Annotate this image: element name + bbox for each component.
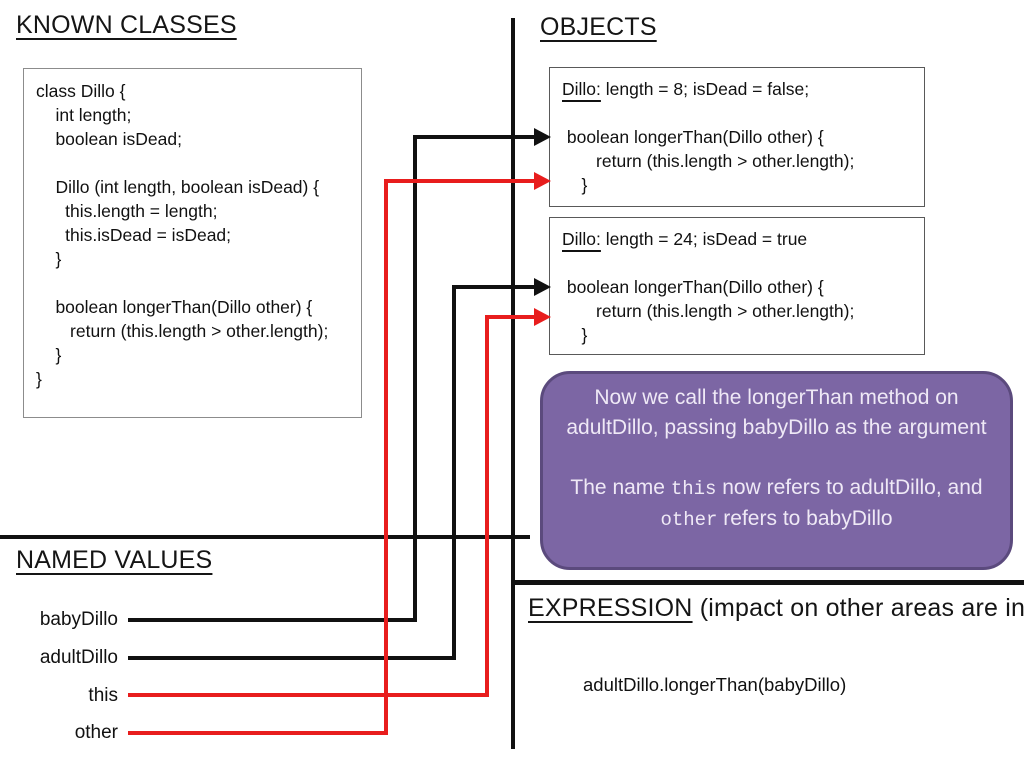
- class-definition-box: class Dillo { int length; boolean isDead…: [23, 68, 362, 418]
- object-code-line: }: [562, 175, 588, 195]
- heading-named-values: NAMED VALUES: [16, 546, 213, 574]
- arrow-other-segment-top: [384, 179, 537, 183]
- object-type-label: Dillo:: [562, 79, 601, 99]
- divider-vertical: [511, 18, 515, 749]
- inline-code-this: this: [670, 478, 717, 500]
- purple-note-text: The name: [570, 476, 671, 499]
- heading-objects: OBJECTS: [540, 13, 657, 41]
- arrow-adultdillo-segment-top: [452, 285, 537, 289]
- arrow-adultdillo-segment-bottom: [128, 656, 456, 660]
- divider-horizontal-left: [0, 535, 530, 539]
- arrow-this-segment-top: [485, 315, 537, 319]
- purple-note-para2: The name this now refers to adultDillo, …: [543, 473, 1010, 535]
- label-babydillo: babyDillo: [39, 609, 118, 630]
- arrow-other-head-icon: [534, 172, 551, 190]
- purple-callout: Now we call the longerThan method on adu…: [540, 371, 1013, 570]
- object-code-line: [562, 101, 924, 125]
- object-header: Dillo: length = 8; isDead = false;: [562, 77, 924, 101]
- arrow-babydillo-head-icon: [534, 128, 551, 146]
- object-fields: length = 24; isDead = true: [600, 229, 808, 249]
- inline-code-other: other: [660, 509, 718, 531]
- class-code-line: boolean isDead;: [36, 129, 182, 149]
- class-code-line: }: [36, 345, 62, 365]
- object-code-line: boolean longerThan(Dillo other) {: [562, 277, 824, 297]
- heading-known-classes: KNOWN CLASSES: [16, 11, 237, 39]
- object-type-label: Dillo:: [562, 229, 601, 249]
- object-box-adultdillo: Dillo: length = 24; isDead = true boolea…: [549, 217, 925, 355]
- arrow-adultdillo-head-icon: [534, 278, 551, 296]
- label-this: this: [88, 685, 118, 706]
- purple-note-text: now refers to adultDillo, and: [716, 476, 983, 499]
- arrow-other-segment-vertical: [384, 179, 388, 735]
- object-code-line: boolean longerThan(Dillo other) {: [562, 127, 824, 147]
- class-code-line: }: [36, 369, 42, 389]
- arrow-this-segment-vertical: [485, 315, 489, 697]
- class-code-line: class Dillo {: [36, 81, 126, 101]
- arrow-babydillo-segment-top: [413, 135, 537, 139]
- class-code-line: [36, 151, 361, 175]
- label-other: other: [74, 722, 118, 743]
- object-code-line: return (this.length > other.length);: [562, 151, 855, 171]
- label-adultdillo: adultDillo: [39, 647, 118, 668]
- object-code-line: return (this.length > other.length);: [562, 301, 855, 321]
- class-code-line: this.isDead = isDead;: [36, 225, 232, 245]
- object-code-line: [562, 251, 924, 275]
- class-code-line: [36, 271, 361, 295]
- object-code-line: }: [562, 325, 588, 345]
- class-code-line: Dillo (int length, boolean isDead) {: [36, 177, 320, 197]
- expression-note: (impact on other areas are in red): [699, 594, 1024, 622]
- purple-note-text: refers to babyDillo: [717, 507, 893, 530]
- arrow-other-segment-bottom: [128, 731, 388, 735]
- class-code-line: }: [36, 249, 62, 269]
- class-code-line: int length;: [36, 105, 132, 125]
- object-fields: length = 8; isDead = false;: [600, 79, 810, 99]
- divider-horizontal-right: [511, 580, 1024, 585]
- object-box-babydillo: Dillo: length = 8; isDead = false; boole…: [549, 67, 925, 207]
- class-code-line: boolean longerThan(Dillo other) {: [36, 297, 313, 317]
- arrow-babydillo-segment-vertical: [413, 135, 417, 622]
- expression-code: adultDillo.longerThan(babyDillo): [583, 674, 847, 695]
- purple-note-para1: Now we call the longerThan method on adu…: [566, 386, 987, 439]
- arrow-this-head-icon: [534, 308, 551, 326]
- arrow-this-segment-bottom: [128, 693, 489, 697]
- class-code-line: return (this.length > other.length);: [36, 321, 329, 341]
- arrow-adultdillo-segment-vertical: [452, 285, 456, 660]
- heading-expression: EXPRESSION (impact on other areas are in…: [528, 594, 1024, 623]
- object-header: Dillo: length = 24; isDead = true: [562, 227, 924, 251]
- expression-title: EXPRESSION: [528, 594, 693, 622]
- class-code-line: this.length = length;: [36, 201, 218, 221]
- arrow-babydillo-segment-bottom: [128, 618, 417, 622]
